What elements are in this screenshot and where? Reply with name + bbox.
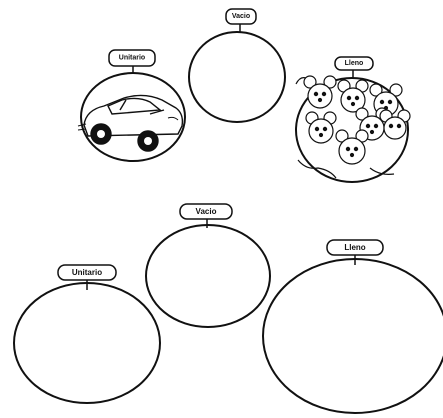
exercise-vacio-label: Vacio bbox=[196, 207, 217, 216]
example-lleno-label: Lleno bbox=[345, 60, 364, 67]
exercise-set-lleno: Lleno bbox=[263, 240, 443, 413]
example-vacio-circle bbox=[189, 32, 285, 122]
example-unitario-label: Unitario bbox=[119, 55, 145, 62]
mice-icon bbox=[296, 76, 410, 178]
exercise-vacio-circle[interactable] bbox=[146, 225, 270, 327]
example-vacio-label: Vacio bbox=[232, 13, 250, 20]
exercise-lleno-circle[interactable] bbox=[263, 259, 443, 413]
exercise-set-vacio: Vacio bbox=[146, 204, 270, 327]
exercise-unitario-label: Unitario bbox=[72, 268, 102, 277]
example-set-vacio: Vacio bbox=[189, 9, 285, 122]
exercise-lleno-label: Lleno bbox=[344, 243, 365, 252]
example-set-lleno: Lleno bbox=[296, 57, 410, 182]
car-icon bbox=[78, 95, 182, 151]
exercise-unitario-circle[interactable] bbox=[14, 283, 160, 403]
example-set-unitario: Unitario bbox=[78, 50, 185, 161]
exercise-set-unitario: Unitario bbox=[14, 265, 160, 403]
